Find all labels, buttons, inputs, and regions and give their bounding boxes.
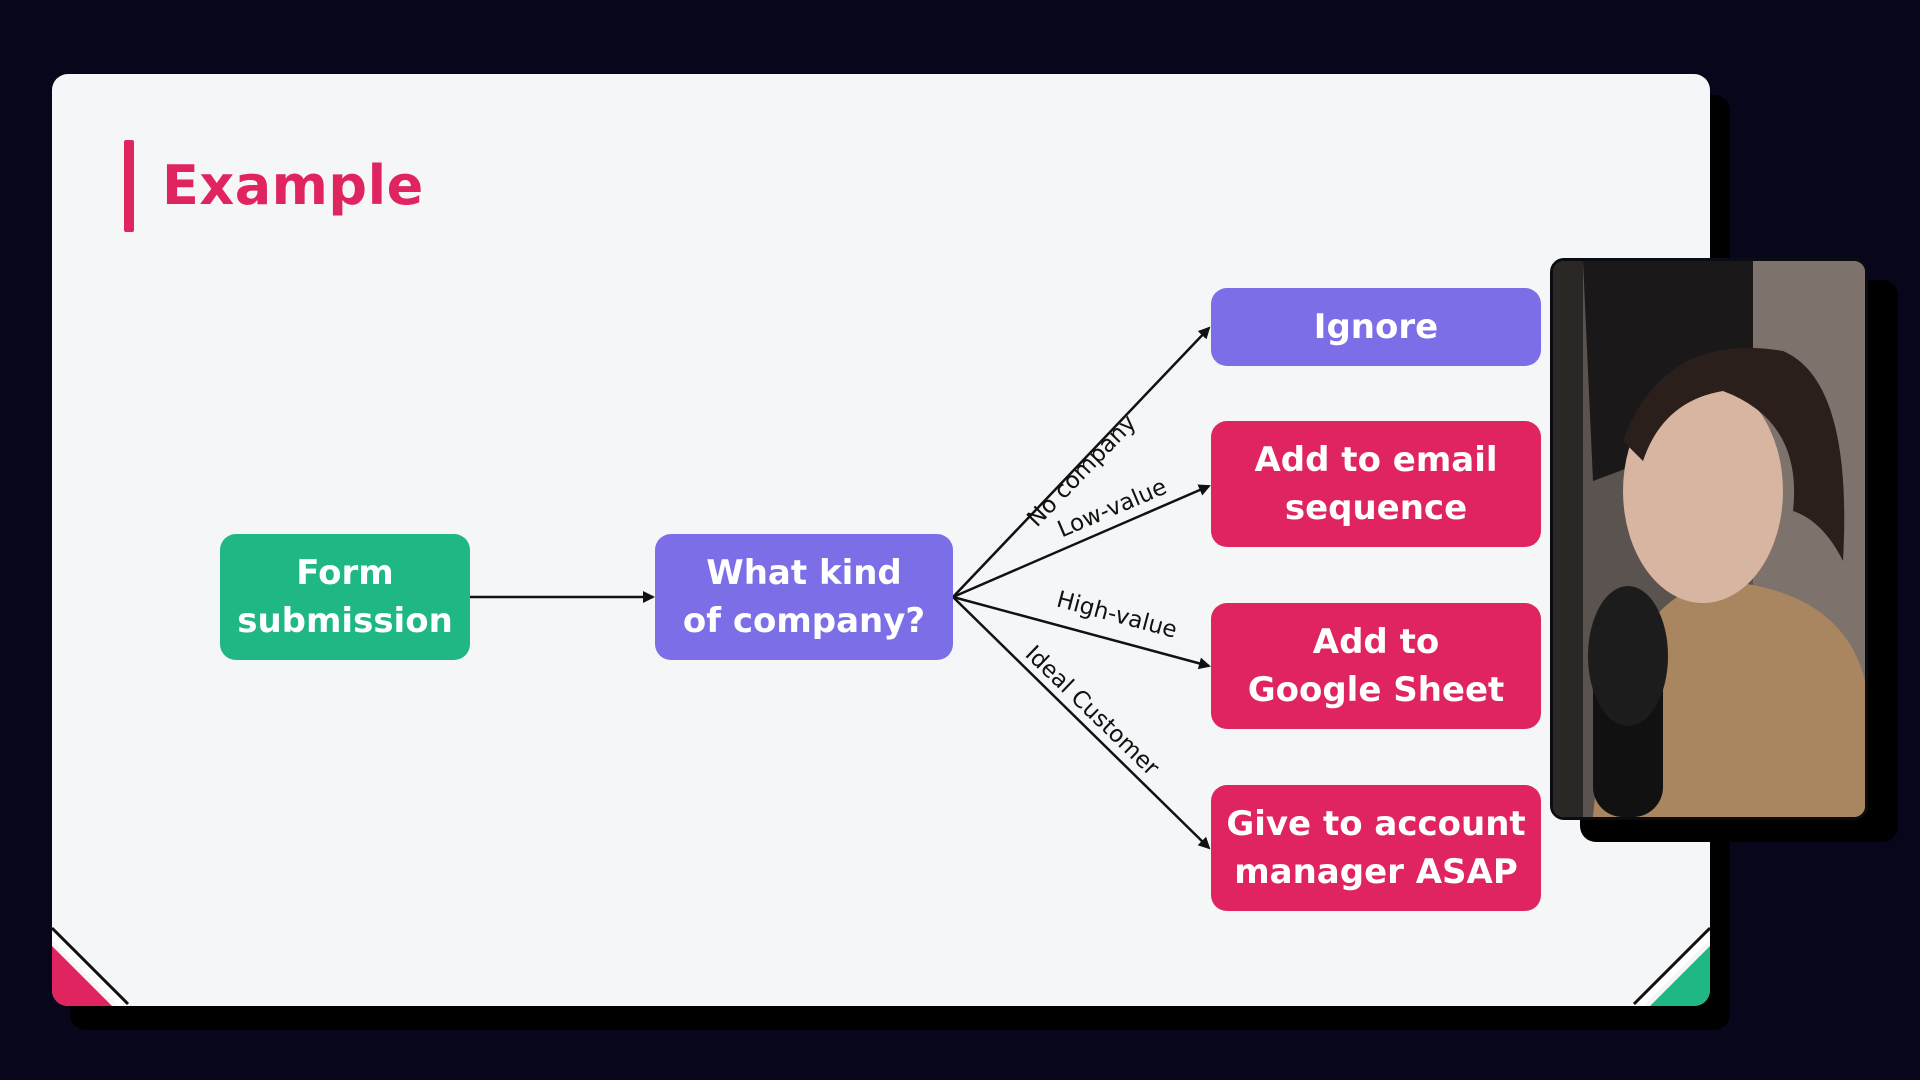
arrow-no-company bbox=[952, 326, 1211, 598]
arrow-ideal-customer bbox=[952, 596, 1211, 850]
node-company-decision: What kind of company? bbox=[655, 534, 953, 660]
arrow-high-value bbox=[952, 595, 1211, 670]
title-accent-bar bbox=[124, 140, 134, 232]
corner-decoration-left bbox=[52, 926, 130, 1006]
edge-label-ideal-customer: Ideal Customer bbox=[1020, 641, 1164, 782]
slide-title: Example bbox=[162, 154, 424, 217]
node-ignore: Ignore bbox=[1211, 288, 1541, 366]
arrow-low-value bbox=[952, 484, 1211, 599]
node-google-sheet: Add to Google Sheet bbox=[1211, 603, 1541, 729]
corner-decoration-right bbox=[1632, 926, 1710, 1006]
node-email-sequence: Add to email sequence bbox=[1211, 421, 1541, 547]
flowchart-connectors: No company Low-value High-value Ideal Cu… bbox=[470, 326, 1211, 850]
node-form-submission: Form submission bbox=[220, 534, 470, 660]
edge-label-high-value: High-value bbox=[1054, 587, 1180, 644]
slide: Example No company Low-value High-value … bbox=[52, 74, 1710, 1006]
presenter-figure bbox=[1553, 261, 1865, 817]
webcam-video-feed bbox=[1550, 258, 1868, 820]
node-account-manager: Give to account manager ASAP bbox=[1211, 785, 1541, 911]
